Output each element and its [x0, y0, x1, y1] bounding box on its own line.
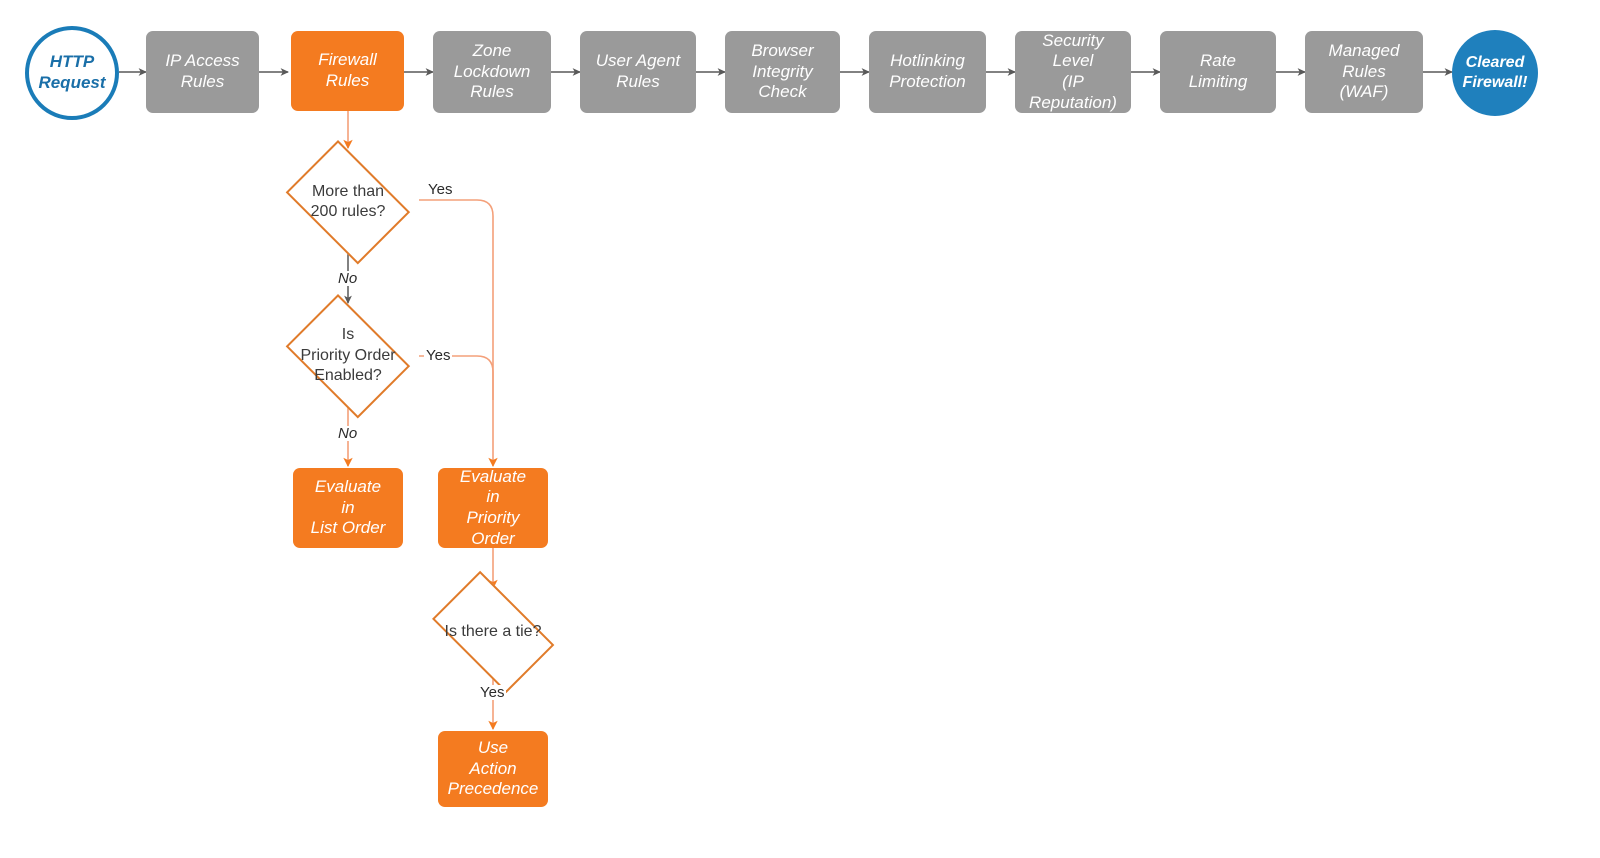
node-label: Rate Limiting	[1188, 51, 1248, 91]
node-cleared-firewall[interactable]: Cleared Firewall!	[1452, 30, 1538, 116]
node-user-agent-rules[interactable]: User Agent Rules	[580, 31, 696, 113]
edge-priority-yes-merge-to-evaluate-priority	[419, 199, 498, 467]
node-label: Cleared Firewall!	[1462, 54, 1528, 91]
node-use-action-precedence[interactable]: Use Action Precedence	[438, 731, 548, 807]
node-label: Evaluate in Priority Order	[459, 466, 527, 548]
node-label: Firewall Rules	[318, 50, 377, 90]
node-zone-lockdown-rules[interactable]: Zone Lockdown Rules	[433, 31, 551, 113]
edge-label-more-than-200-yes: Yes	[426, 181, 455, 198]
node-label: User Agent Rules	[595, 51, 681, 91]
edge-label-priority-order-no: No	[336, 425, 360, 442]
node-managed-rules-waf[interactable]: Managed Rules (WAF)	[1305, 31, 1423, 113]
node-label: Browser Integrity Check	[751, 40, 814, 102]
node-label: Hotlinking Protection	[889, 51, 966, 91]
node-evaluate-in-list-order[interactable]: Evaluate in List Order	[293, 468, 403, 548]
node-label: Security Level (IP Reputation)	[1029, 30, 1117, 112]
edge-label-more-than-200-no: No	[336, 270, 360, 287]
node-security-level[interactable]: Security Level (IP Reputation)	[1015, 31, 1131, 113]
node-firewall-rules[interactable]: Firewall Rules	[291, 31, 404, 111]
node-rate-limiting[interactable]: Rate Limiting	[1160, 31, 1276, 113]
node-is-priority-order-enabled[interactable]: Is Priority Order Enabled?	[276, 294, 420, 418]
node-label: Zone Lockdown Rules	[453, 40, 531, 102]
node-evaluate-in-priority-order[interactable]: Evaluate in Priority Order	[438, 466, 548, 548]
diamond-shape	[286, 140, 410, 264]
edge-label-tie-yes: Yes	[478, 684, 507, 701]
node-label: Use Action Precedence	[447, 737, 539, 799]
diamond-shape	[431, 570, 555, 694]
node-hotlinking-protection[interactable]: Hotlinking Protection	[869, 31, 986, 113]
node-label: Managed Rules (WAF)	[1328, 40, 1400, 102]
node-more-than-200-rules[interactable]: More than 200 rules?	[276, 140, 420, 264]
node-label: IP Access Rules	[165, 51, 240, 91]
node-http-request[interactable]: HTTP Request	[25, 26, 119, 120]
node-label: Evaluate in List Order	[310, 476, 386, 538]
edge-label-priority-order-yes: Yes	[424, 347, 453, 364]
node-is-there-a-tie[interactable]: Is there a tie?	[424, 570, 562, 694]
node-ip-access-rules[interactable]: IP Access Rules	[146, 31, 259, 113]
node-label: HTTP Request	[38, 52, 106, 92]
node-browser-integrity-check[interactable]: Browser Integrity Check	[725, 31, 840, 113]
diamond-shape	[286, 294, 410, 418]
